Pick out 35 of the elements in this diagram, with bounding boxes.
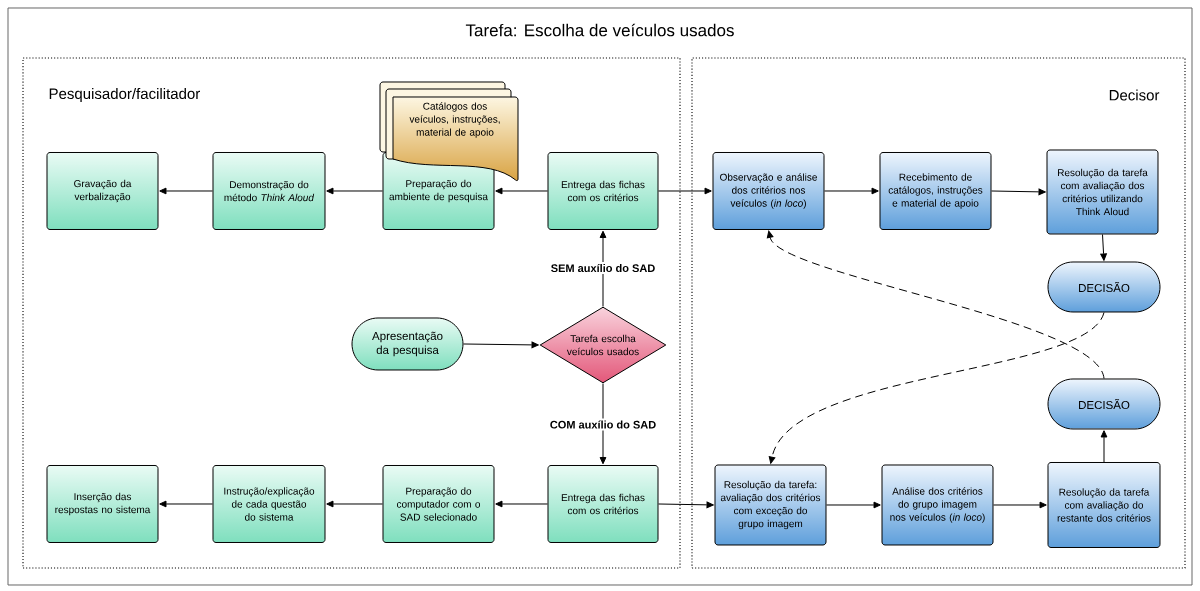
- arrow: [658, 187, 712, 195]
- arrow: [824, 187, 879, 195]
- arrow: [768, 312, 1105, 464]
- process-box: Entrega das fichas com os critérios: [547, 465, 659, 543]
- process-box: Demonstração do método Think Aloud: [212, 152, 326, 230]
- arrow: [159, 187, 213, 195]
- diagram-title: Tarefa: Escolha de veículos usados: [465, 23, 734, 37]
- arrow: [766, 230, 1105, 379]
- process-box: Observação e análise dos critérios nos veículos (in loco): [712, 152, 825, 230]
- arrow: [1100, 234, 1107, 261]
- process-box: Resolução da tarefa: avaliação dos critérios com exceção do grupo imagem: [714, 464, 827, 546]
- arrow: [326, 187, 383, 195]
- process-box: Instrução/explicação de cada questão do sistema: [212, 465, 326, 543]
- process-box: Resolução da tarefa com avaliação dos critérios utilizando Think Aloud: [1046, 149, 1159, 235]
- arrow: [495, 500, 548, 508]
- arrow: [658, 501, 714, 509]
- arrow: [599, 383, 607, 465]
- process-box: Recebimento de catálogos, instruções e material de apoio: [879, 152, 992, 230]
- process-box: Inserção das respostas no sistema: [46, 465, 159, 543]
- edge-label: SEM auxílio do SAD: [548, 261, 658, 275]
- arrow: [159, 500, 213, 508]
- arrow: [463, 341, 539, 349]
- process-box: Análise dos critérios do grupo imagem nos veículos (in loco): [881, 464, 994, 546]
- arrow: [991, 188, 1046, 196]
- process-box: Entrega das fichas com os critérios: [547, 152, 659, 230]
- process-box: Gravação da verbalização: [46, 152, 159, 230]
- process-box: Resolução da tarefa com avaliação do restante dos critérios: [1047, 462, 1161, 548]
- arrow: [1100, 430, 1108, 463]
- process-box: Preparação do computador com o SAD selecionado: [382, 465, 495, 543]
- arrow: [826, 501, 881, 509]
- edge-label: COM auxílio do SAD: [547, 418, 659, 431]
- arrow: [599, 230, 607, 307]
- arrow: [993, 501, 1047, 509]
- arrow: [495, 187, 548, 195]
- arrow: [326, 500, 383, 508]
